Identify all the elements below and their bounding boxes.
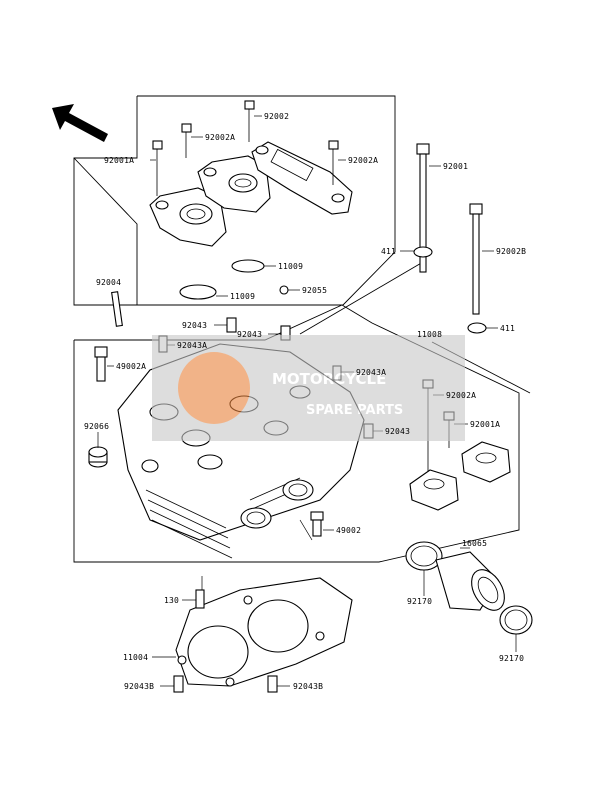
- label-92001A-top: 92001A: [104, 156, 134, 165]
- label-92002A-right: 92002A: [348, 156, 378, 165]
- rocker-holder-middle: [197, 155, 271, 213]
- oring-11009-a: [231, 259, 265, 273]
- dowel-92043B-right: [267, 675, 278, 693]
- cam-cap-left: [409, 469, 459, 511]
- label-92002: 92002: [264, 112, 289, 121]
- rocker-cover-frame: [73, 95, 396, 306]
- clamp-92170-b: [499, 605, 533, 635]
- stud-49002: [310, 511, 324, 537]
- clamp-92170-a: [405, 541, 443, 571]
- frame-leader-411: [299, 261, 424, 335]
- fitting-49002A: [94, 346, 108, 382]
- bolt-92001A-top: [152, 140, 163, 196]
- label-411-top: 411: [381, 247, 396, 256]
- bolt-92002A-left: [181, 123, 192, 158]
- label-16065: 16065: [462, 539, 487, 548]
- frame-inner-line: [73, 157, 138, 305]
- direction-arrow-icon: [52, 104, 108, 142]
- boot-16065: [435, 551, 505, 611]
- label-92043-a: 92043: [182, 321, 207, 330]
- bolt-92001: [416, 143, 430, 273]
- bolt-92002A-right: [328, 140, 339, 185]
- watermark-logo-icon: [178, 352, 250, 424]
- oring-92055: [279, 285, 289, 295]
- watermark: MOTORCYCLE SPARE PARTS: [152, 335, 465, 441]
- label-92002A-mid: 92002A: [446, 391, 476, 400]
- watermark-line-1: MOTORCYCLE: [272, 370, 386, 388]
- part-labels: 92001A 92002A 92002 92002A 92001 92002B …: [84, 112, 526, 691]
- label-49002A: 49002A: [116, 362, 146, 371]
- label-92043B-right: 92043B: [293, 682, 323, 691]
- cap-92066: [88, 446, 108, 468]
- label-11009-b: 11009: [230, 292, 255, 301]
- label-92066: 92066: [84, 422, 109, 431]
- label-11008: 11008: [417, 330, 442, 339]
- label-92170-b: 92170: [499, 654, 524, 663]
- label-130: 130: [164, 596, 179, 605]
- label-411-right: 411: [500, 324, 515, 333]
- bolt-130: [195, 589, 205, 609]
- leader-lines: [97, 115, 517, 687]
- label-92043A-right: 92043A: [356, 368, 386, 377]
- bolt-92002B: [469, 203, 483, 315]
- dowel-92043-a: [226, 317, 237, 333]
- label-92004: 92004: [96, 278, 121, 287]
- head-gasket-11004: [175, 577, 353, 687]
- label-92001: 92001: [443, 162, 468, 171]
- watermark-line-2: SPARE PARTS: [306, 403, 403, 418]
- bolt-92002: [244, 100, 255, 142]
- label-92001A-right: 92001A: [470, 420, 500, 429]
- label-49002: 49002: [336, 526, 361, 535]
- label-92043-c: 92043: [385, 427, 410, 436]
- label-11009-a: 11009: [278, 262, 303, 271]
- dowel-92043B-left: [173, 675, 184, 693]
- oring-11009-b: [179, 284, 217, 300]
- cylinder-head-frame: [73, 304, 520, 563]
- label-92002B: 92002B: [496, 247, 526, 256]
- label-92055: 92055: [302, 286, 327, 295]
- stud-92004: [111, 291, 123, 327]
- label-92043A-left: 92043A: [177, 341, 207, 350]
- label-11004: 11004: [123, 653, 148, 662]
- rocker-holder-left: [149, 187, 227, 247]
- rocker-holder-right: [251, 141, 353, 215]
- label-92170-a: 92170: [407, 597, 432, 606]
- label-92002A-left: 92002A: [205, 133, 235, 142]
- cam-cap-right: [461, 441, 511, 483]
- label-92043B-left: 92043B: [124, 682, 154, 691]
- washer-411-right: [467, 322, 487, 334]
- label-92043-b: 92043: [237, 330, 262, 339]
- washer-411-top: [413, 246, 433, 258]
